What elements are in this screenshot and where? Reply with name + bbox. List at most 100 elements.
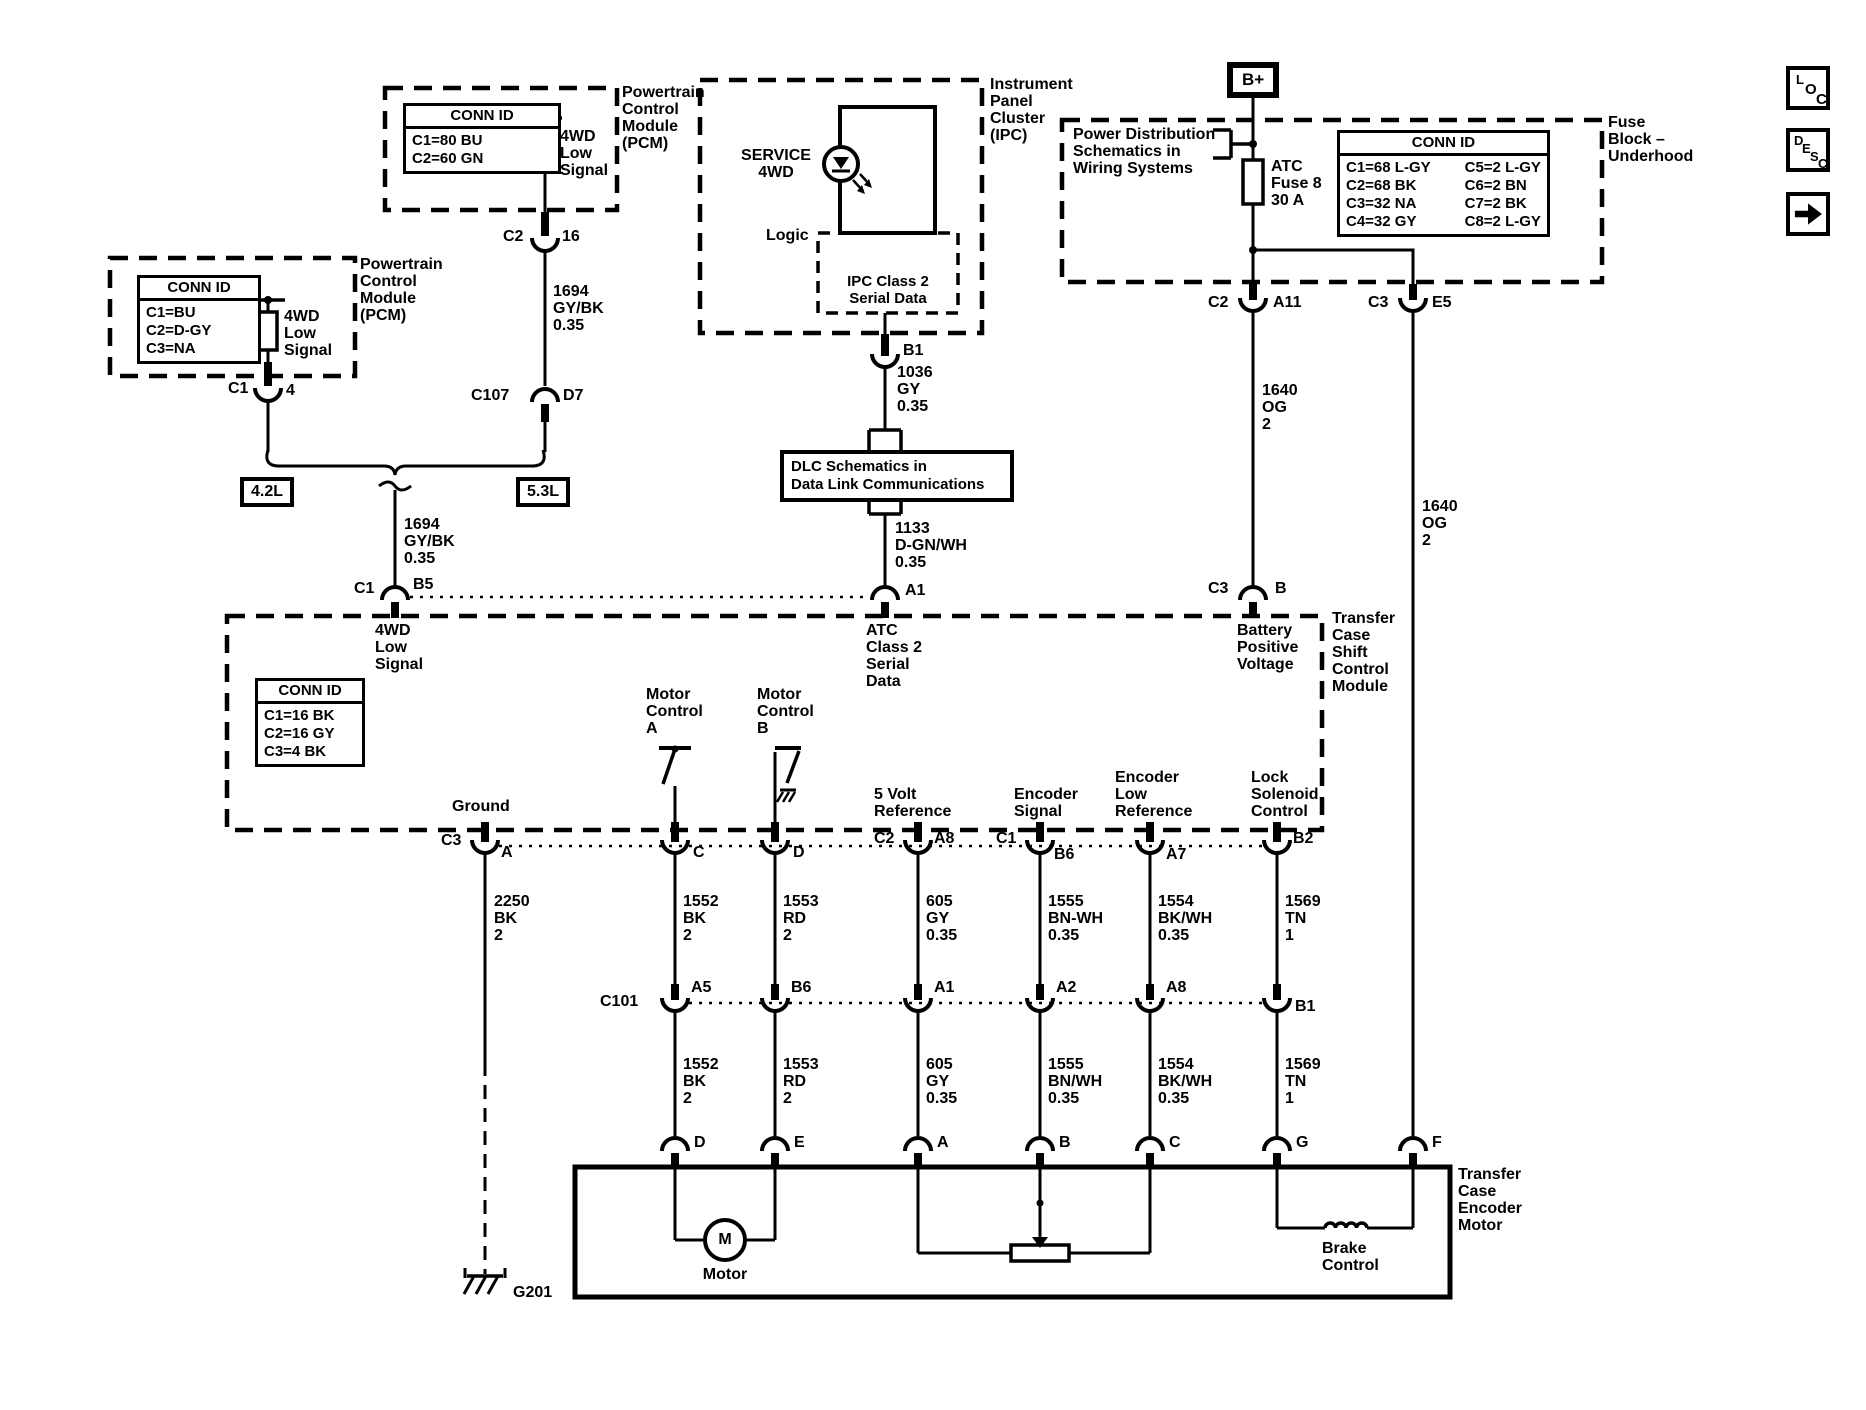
desc-button[interactable]: D E S C [1786,128,1830,172]
tcscm-conn-id-table: CONN ID C1=16 BK C2=16 GY C3=4 BK [255,678,365,767]
fuse-block-label: Fuse Block – Underhood [1608,114,1694,165]
wire-label-1640-b: 1640 OG 2 [1422,498,1458,549]
next-button[interactable] [1786,192,1830,236]
conn-id-row: C1=68 L-GY [1346,159,1431,176]
symbols [257,114,1369,1295]
pcm-a-signal-label: 4WD Low Signal [560,128,609,179]
motor-term-g: G [1296,1134,1309,1151]
encoder-motor-title: Transfer Case Encoder Motor [1458,1166,1523,1234]
ipc-box [697,77,985,336]
engine-4-2l-box: 4.2L [240,477,295,507]
c101-pin-b1: B1 [1295,998,1316,1015]
loc-letter-c: C [1816,91,1827,108]
term-a8: A8 [934,830,955,847]
tcscm-title: Transfer Case Shift Control Module [1332,610,1396,695]
ground-label: Ground [452,798,510,815]
conn-id-row: C8=2 L-GY [1464,213,1541,230]
g201-label: G201 [513,1284,553,1301]
term-a7: A7 [1166,846,1187,863]
connector-stubs [264,212,1417,1169]
power-distribution-label: Power Distribution Schematics in Wiring … [1073,126,1216,177]
tcscm-4wd-low-label: 4WD Low Signal [375,622,424,673]
pin-label-c1-b5-conn: C1 [354,580,375,597]
pin-label-16: 16 [562,228,580,245]
pin-label-e5: E5 [1432,294,1452,311]
dlc-schematics-box: DLC Schematics in Data Link Communicatio… [780,450,1014,502]
ipc-class2-serial-box: IPC Class 2 Serial Data [847,273,929,307]
wires [251,98,1415,1274]
encoder-motor-box [572,1164,1453,1300]
connector-c3-e5 [1398,297,1428,313]
wire-label-605-a: 605 GY 0.35 [926,893,958,944]
motor-control-b-switch-icon [773,746,801,824]
wire-label-1554-b: 1554 BK/WH 0.35 [1158,1056,1213,1107]
wire-label-1133: 1133 D-GN/WH 0.35 [895,520,967,571]
pin-label-c1: C1 [228,380,249,397]
connector-c3-b [1238,585,1268,601]
wire-label-1694-b: 1694 GY/BK 0.35 [404,516,455,567]
term-c: C [693,844,705,861]
engine-5-3l-box: 5.3L [516,477,571,507]
conn-id-row: C3=32 NA [1346,195,1417,212]
potentiometer-icon [1009,1199,1071,1263]
conn-id-header: CONN ID [258,681,362,704]
pin-label-c3-e5-conn: C3 [1368,294,1389,311]
desc-letter-s: S [1810,149,1819,164]
wire-label-1036: 1036 GY 0.35 [897,364,933,415]
connector-c2-a11 [1238,297,1268,313]
term-c2: C2 [874,830,895,847]
motor-label: Motor [702,1266,748,1283]
wire-label-1555-a: 1555 BN-WH 0.35 [1048,893,1104,944]
connector-b1 [870,353,900,369]
loc-letter-o: O [1805,81,1817,98]
pcm-b-module-label: Powertrain Control Module (PCM) [360,256,443,324]
term-b6: B6 [1054,846,1075,863]
conn-id-row: C2=60 GN [412,150,484,167]
conn-id-row: C1=80 BU [412,132,483,149]
conn-id-row: C5=2 L-GY [1464,159,1541,176]
term-c1: C1 [996,830,1017,847]
wire-label-1569-a: 1569 TN 1 [1285,893,1321,944]
pin-label-a11: A11 [1273,294,1302,311]
pin-label-c3-b-conn: C3 [1208,580,1229,597]
connector-c107-d7 [530,387,560,403]
wire-label-1553-b: 1553 RD 2 [783,1056,819,1107]
junction-dot [1249,140,1257,148]
pcm-a-module-label: Powertrain Control Module (PCM) [622,84,705,152]
motor-term-c: C [1169,1134,1181,1151]
c101-pin-a8: A8 [1166,979,1187,996]
conn-id-row: C4=32 GY [1346,213,1417,230]
indicator-lamp-icon [822,145,872,194]
wire-label-2250: 2250 BK 2 [494,893,530,944]
tcscm-atc-class2-label: ATC Class 2 Serial Data [866,622,923,690]
c101-pin-b6: B6 [791,979,812,996]
ref-5v-label: 5 Volt Reference [874,786,952,820]
pcm-a-box [382,85,620,213]
pcm-b-box [107,255,358,379]
wire-label-1554-a: 1554 BK/WH 0.35 [1158,893,1213,944]
ipc-module-label: Instrument Panel Cluster (IPC) [990,76,1073,144]
pin-label-4: 4 [286,382,295,399]
conn-id-col: C1=68 L-GY C2=68 BK C3=32 NA C4=32 GY [1346,159,1431,231]
connector-c2-16 [530,237,560,253]
motor-control-a-switch-icon [659,745,691,824]
conn-id-row: C1=BU [146,304,196,321]
fuse-block-conn-id-table: CONN ID C1=68 L-GY C2=68 BK C3=32 NA C4=… [1337,130,1550,237]
wire-label-1552-b: 1552 BK 2 [683,1056,719,1107]
wire-label-1553-a: 1553 RD 2 [783,893,819,944]
conn-id-header: CONN ID [140,278,258,301]
loc-button[interactable]: L O C [1786,66,1830,110]
c101-label: C101 [600,993,639,1010]
motor-control-a-label: Motor Control A [646,686,703,737]
connector-a1 [870,585,900,601]
conn-id-col: C5=2 L-GY C6=2 BN C7=2 BK C8=2 L-GY [1465,159,1541,231]
pin-label-c107: C107 [471,387,510,404]
conn-id-row: C3=4 BK [264,743,327,760]
desc-letter-c: C [1818,156,1828,171]
wire-label-1552-a: 1552 BK 2 [683,893,719,944]
junction-dot [264,296,272,304]
conn-id-row: C2=D-GY [146,322,212,339]
pcm-a-conn-id-table: CONN ID C1=80 BU C2=60 GN [403,103,561,174]
c101-pin-a5: A5 [691,979,712,996]
